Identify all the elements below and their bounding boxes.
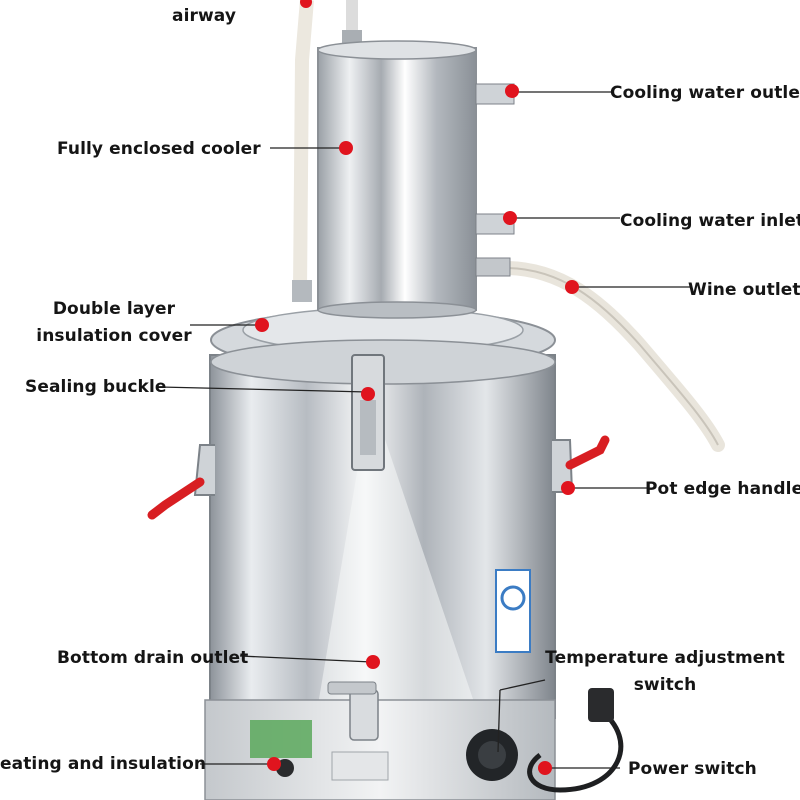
- label-temperature-line1: Temperature adjustment: [545, 648, 785, 668]
- label-wine-outlet: Wine outlet: [688, 280, 800, 300]
- label-sealing-buckle: Sealing buckle: [25, 377, 167, 397]
- wine-outlet-pipe: [475, 257, 511, 277]
- label-double-layer-line1: Double layer: [52, 299, 176, 319]
- power-cable: [527, 708, 624, 793]
- marker-cooling-inlet: [503, 211, 517, 225]
- marker-heating: [267, 757, 281, 771]
- label-double-layer-line2: insulation cover: [36, 326, 192, 346]
- marker-power: [538, 761, 552, 775]
- qs-sticker: [495, 569, 531, 653]
- cooler-column: [317, 47, 477, 311]
- marker-drain: [366, 655, 380, 669]
- label-bottom-drain-outlet: Bottom drain outlet: [57, 648, 249, 668]
- label-double-layer-insulation-cover: Double layer insulation cover: [34, 296, 194, 350]
- label-heating-and-insulation: eating and insulation: [0, 754, 207, 774]
- airway-hose: [293, 0, 314, 291]
- marker-insulation-cover: [255, 318, 269, 332]
- marker-cooling-outlet: [505, 84, 519, 98]
- label-pot-edge-handle: Pot edge handle: [645, 479, 800, 499]
- leader-lines: [159, 91, 690, 769]
- marker-airway: [300, 0, 312, 8]
- label-temperature-adjustment-switch: Temperature adjustment switch: [545, 645, 785, 699]
- label-fully-enclosed-cooler: Fully enclosed cooler: [57, 139, 261, 159]
- marker-cooler: [339, 141, 353, 155]
- label-airway: airway: [172, 6, 237, 26]
- label-cooling-water-inlet: Cooling water inlet: [620, 211, 800, 231]
- label-power-switch: Power switch: [628, 759, 757, 779]
- marker-pot-handle: [561, 481, 575, 495]
- label-temperature-line2: switch: [633, 675, 697, 695]
- label-cooling-water-outlet: Cooling water outlet: [610, 83, 800, 103]
- marker-wine-outlet: [565, 280, 579, 294]
- marker-sealing-buckle: [361, 387, 375, 401]
- drain-tap: [349, 689, 379, 741]
- markers: [255, 0, 579, 775]
